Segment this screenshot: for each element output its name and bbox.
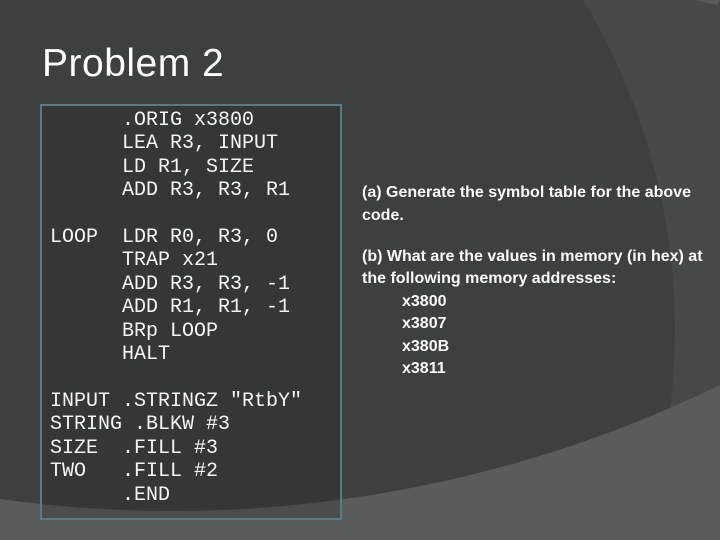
question-b-text: (b) What are the values in memory (in he… [362,248,703,288]
code-box: .ORIG x3800 LEA R3, INPUT LD R1, SIZE AD… [40,104,342,520]
slide-title: Problem 2 [42,42,225,85]
question-b: (b) What are the values in memory (in he… [362,246,716,380]
memory-address-x3800: x3800 [402,292,447,310]
question-a: (a) Generate the symbol table for the ab… [362,184,691,224]
memory-address-x3807: x3807 [402,315,447,333]
assembly-code: .ORIG x3800 LEA R3, INPUT LD R1, SIZE AD… [50,109,303,507]
background-corner-sliver [694,0,720,5]
background-curve-light [0,385,720,540]
background-arc-dark [0,0,675,540]
memory-address-x380B: x380B [402,337,450,355]
memory-address-x3811: x3811 [402,360,446,378]
